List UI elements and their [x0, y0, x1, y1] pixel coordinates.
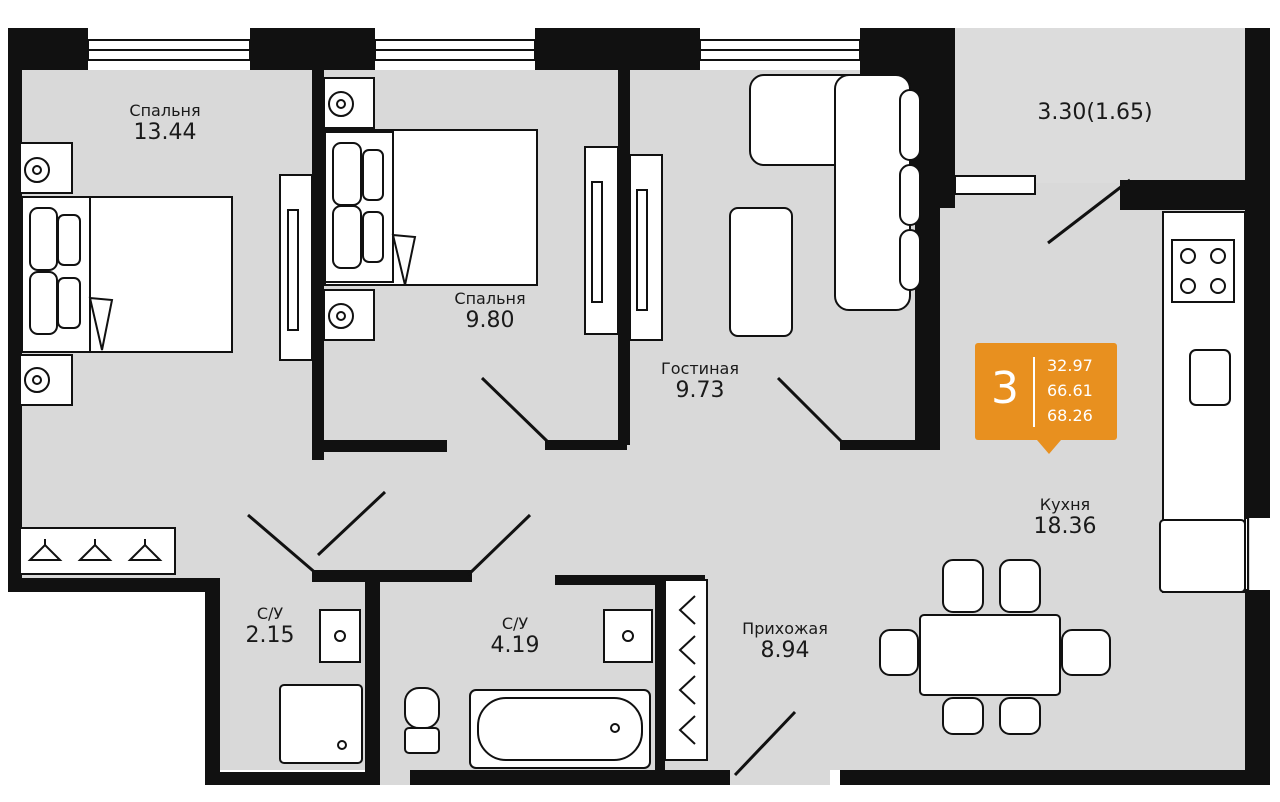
furniture: [19, 74, 1246, 769]
room-area: 2.15: [245, 623, 295, 649]
room-label-bedroom-2: Спальня 9.80: [420, 289, 560, 334]
room-label-bathroom-2: С/У 4.19: [470, 614, 560, 659]
room-name: Гостиная: [661, 359, 739, 378]
room-label-kitchen: Кухня 18.36: [995, 495, 1135, 540]
stove-burners: [1180, 248, 1226, 294]
room-label-hallway: Прихожая 8.94: [715, 619, 855, 664]
living-area: 32.97: [1047, 356, 1093, 375]
total-area-with-balcony: 68.26: [1047, 406, 1093, 425]
room-count: 3: [991, 363, 1019, 414]
room-area: 8.94: [760, 638, 810, 664]
apartment-info-badge: 3 32.97 66.61 68.26: [975, 343, 1117, 454]
room-label-living-room: Гостиная 9.73: [630, 359, 770, 404]
room-label-bedroom-1: Спальня 13.44: [95, 101, 235, 146]
room-label-balcony: 3.30(1.65): [1010, 100, 1180, 125]
room-name: Спальня: [129, 101, 201, 120]
total-area: 66.61: [1047, 381, 1093, 400]
room-name: С/У: [501, 614, 529, 633]
room-area: 13.44: [133, 120, 197, 146]
room-label-bathroom-1: С/У 2.15: [225, 604, 315, 649]
room-area: 18.36: [1033, 514, 1097, 540]
room-area: 9.73: [675, 378, 725, 404]
hanger-icons: [27, 539, 696, 745]
badge-divider: [1033, 357, 1035, 427]
room-name: Кухня: [1039, 495, 1091, 514]
balcony-floor: [955, 28, 1250, 183]
room-area: 9.80: [465, 308, 515, 334]
room-area: 4.19: [490, 633, 540, 659]
room-name: Спальня: [454, 289, 526, 308]
walls: [8, 28, 1270, 785]
room-area: 3.30(1.65): [1037, 100, 1153, 125]
room-name: С/У: [256, 604, 284, 623]
windows: [87, 39, 1249, 591]
room-name: Прихожая: [742, 619, 828, 638]
doors: [247, 178, 1131, 777]
